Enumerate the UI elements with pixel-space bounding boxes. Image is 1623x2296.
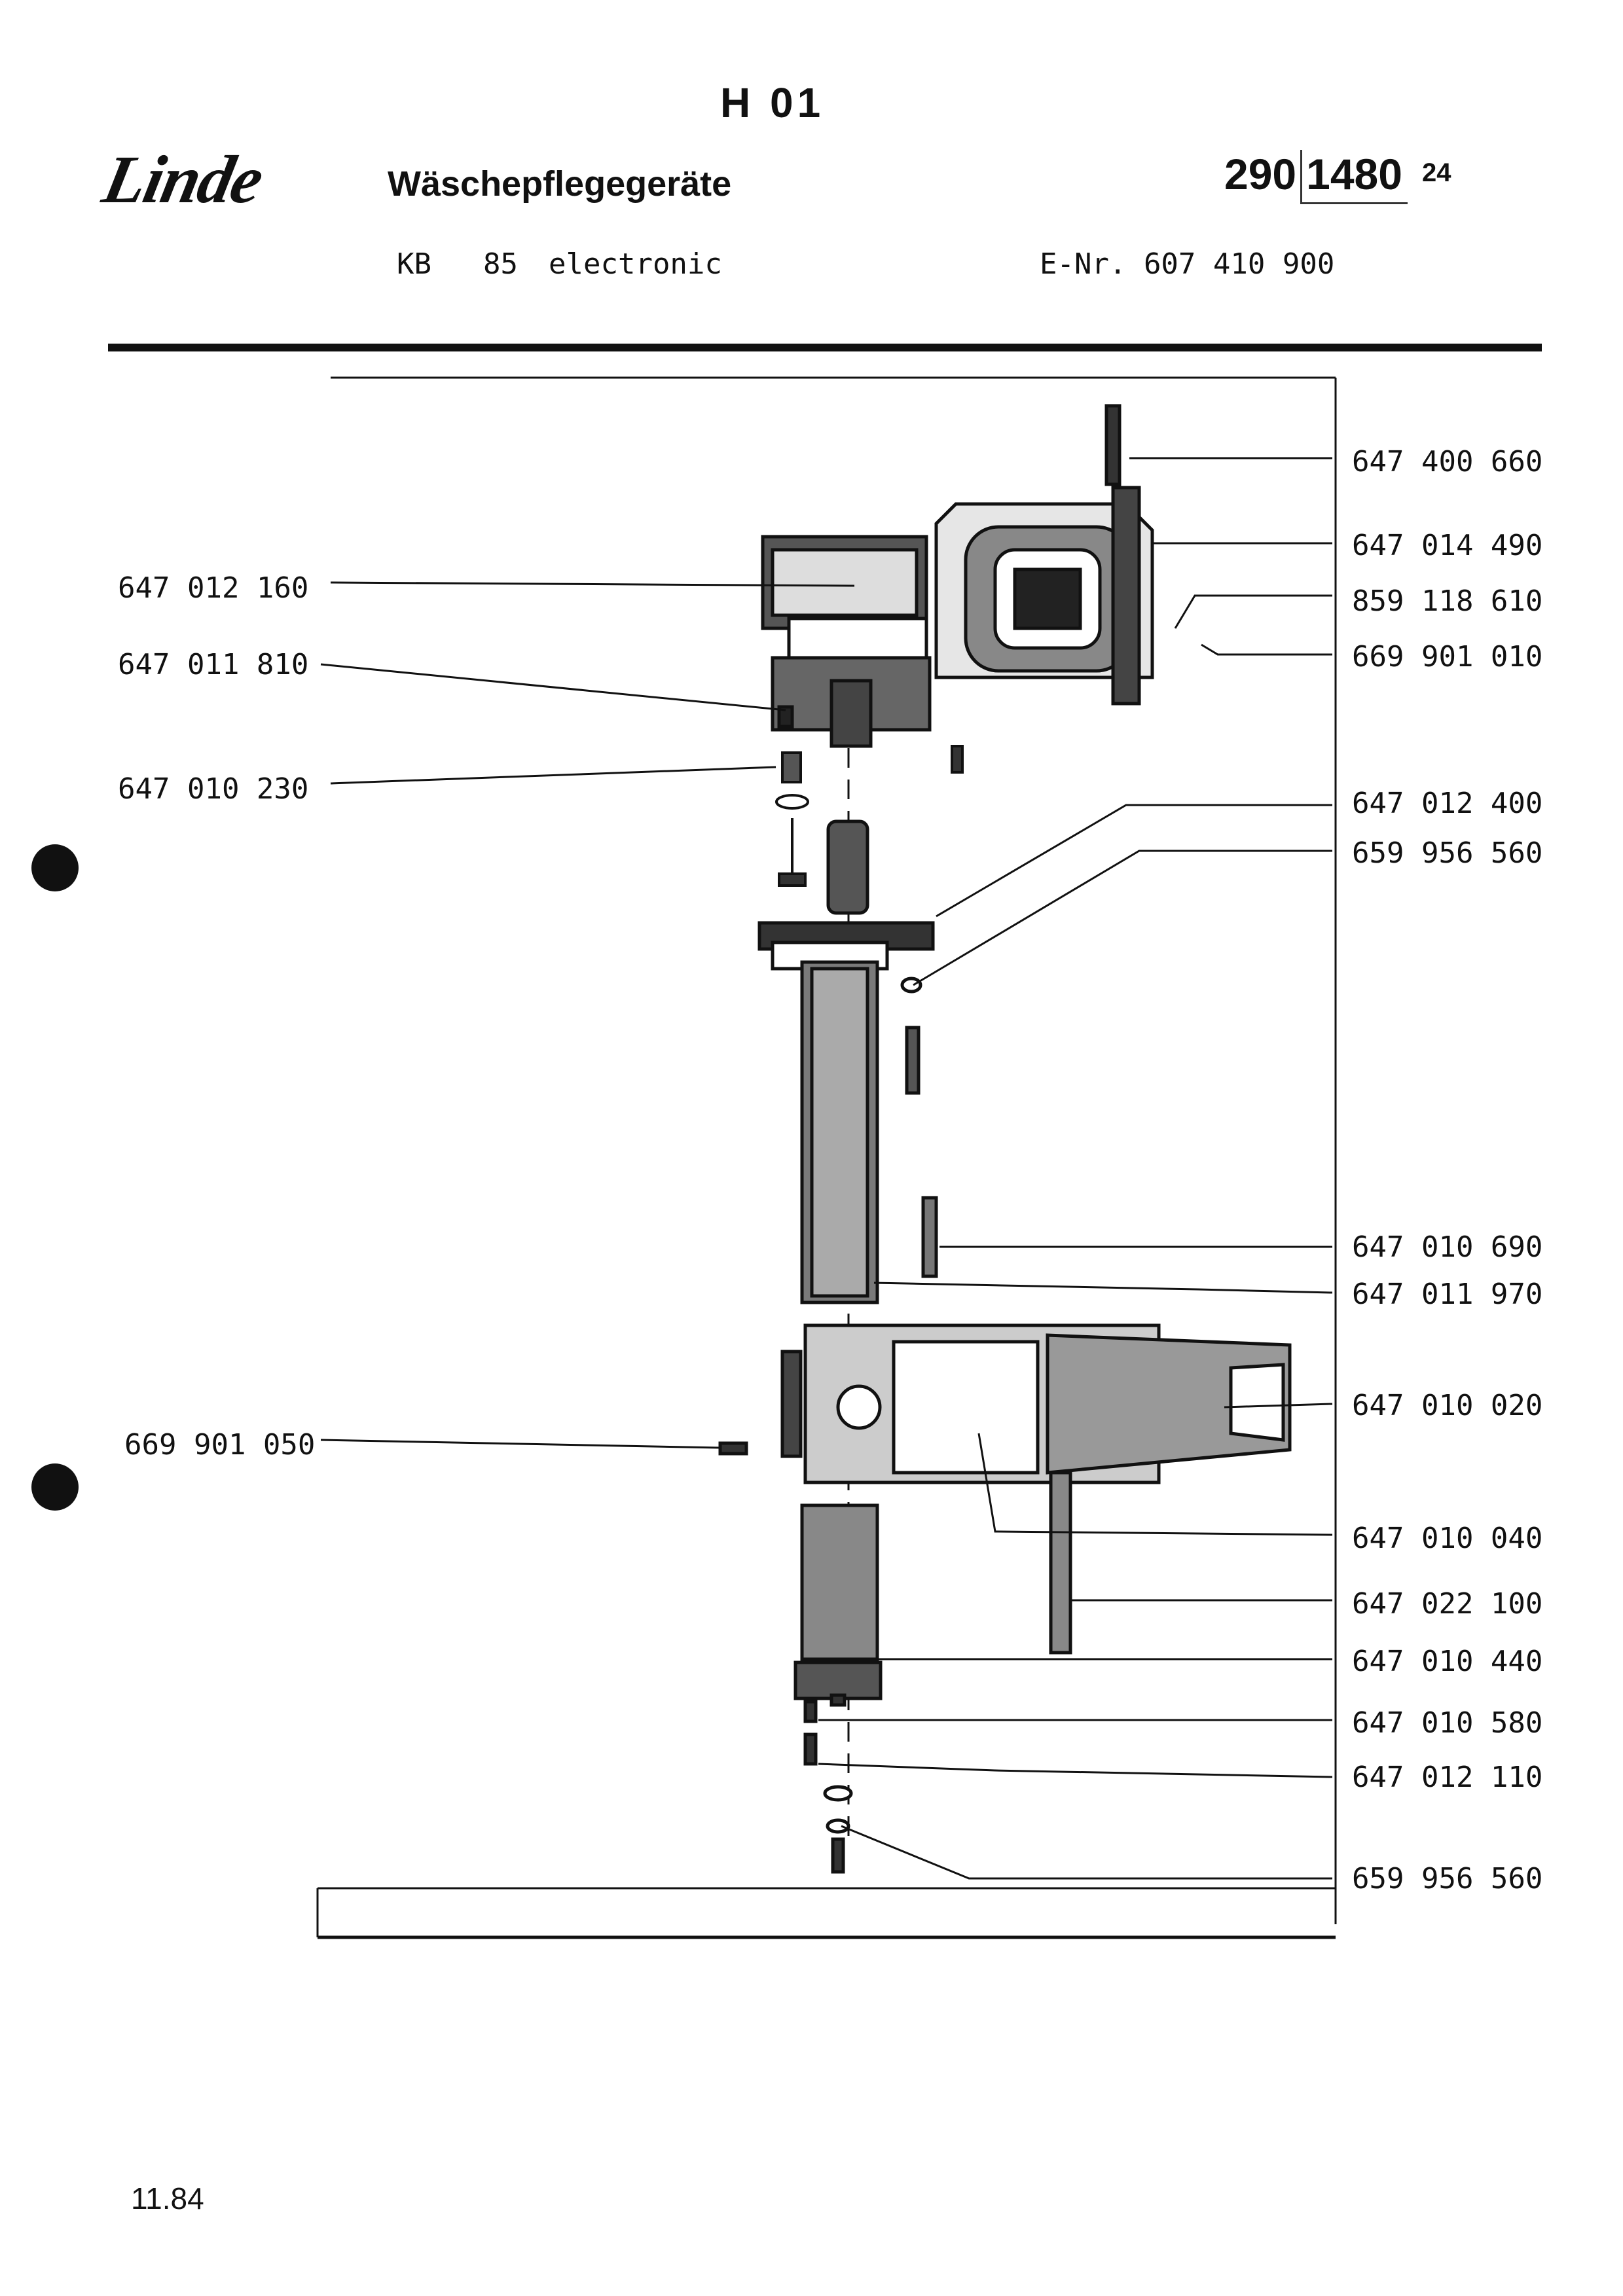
part-label: 647 010 440 (1352, 1645, 1543, 1678)
model-number: 85 (483, 247, 518, 281)
part-label: 647 014 490 (1352, 529, 1543, 562)
binder-hole-top (31, 844, 79, 891)
e-number: E-Nr. 607 410 900 (1040, 247, 1335, 281)
motor-assembly (761, 404, 1154, 748)
part-label: 669 901 010 (1352, 640, 1543, 673)
category-title: Wäschepflegegeräte (388, 164, 732, 204)
part-number-main: 290 (1224, 150, 1297, 198)
part-label: 647 400 660 (1352, 445, 1543, 478)
part-number-middle: 1480 (1300, 150, 1408, 204)
part-label: 647 022 100 (1352, 1587, 1543, 1621)
model-type: KB (397, 247, 431, 281)
part-label: 647 010 230 (118, 772, 309, 806)
header-rule (108, 344, 1542, 351)
part-label: 647 012 400 (1352, 787, 1543, 820)
part-number-suffix: 24 (1421, 158, 1451, 187)
part-label: 859 118 610 (1352, 584, 1543, 618)
part-label: 647 010 580 (1352, 1706, 1543, 1740)
part-label: 647 010 020 (1352, 1389, 1543, 1422)
part-label: 669 901 050 (124, 1428, 316, 1462)
part-label: 647 011 810 (118, 648, 309, 681)
binder-hole-bottom (31, 1463, 79, 1511)
part-label: 647 010 690 (1352, 1230, 1543, 1264)
part-label: 647 012 110 (1352, 1761, 1543, 1794)
revision-date: 11.84 (131, 2181, 204, 2215)
part-label: 659 956 560 (1352, 1862, 1543, 1895)
part-label: 647 012 160 (118, 571, 309, 605)
model-variant: electronic (549, 247, 722, 281)
part-label: 647 010 040 (1352, 1522, 1543, 1555)
part-label: 647 011 970 (1352, 1278, 1543, 1311)
lower-housing (718, 1323, 1292, 1874)
part-label: 659 956 560 (1352, 836, 1543, 870)
sheet-code: H 01 (720, 79, 825, 126)
